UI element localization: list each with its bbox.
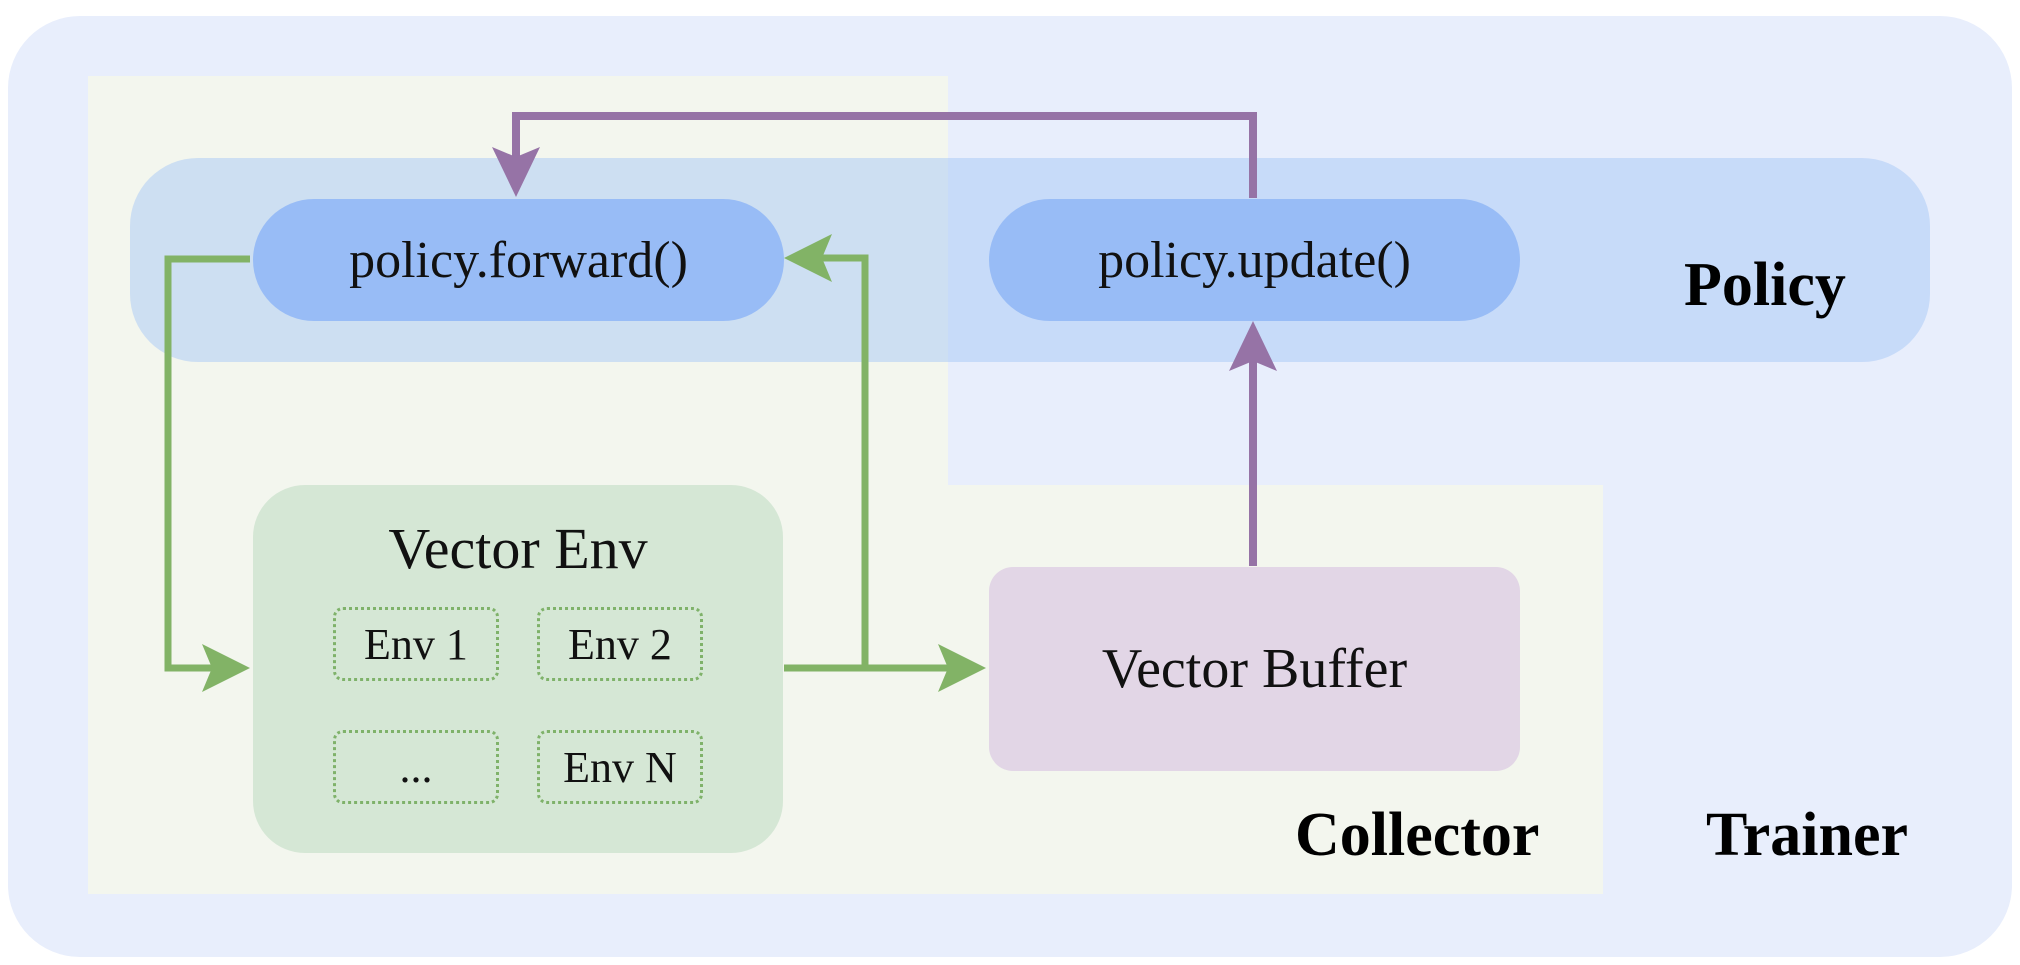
- env-2-box: Env 2: [537, 607, 703, 681]
- env-1-box: Env 1: [333, 607, 499, 681]
- forward-to-env-arrow: [164, 255, 250, 672]
- policy-update-node: policy.update(): [989, 199, 1520, 321]
- vector-buffer-node: Vector Buffer: [989, 567, 1520, 771]
- policy-forward-node: policy.forward(): [253, 199, 784, 321]
- trainer-label: Trainer: [1706, 801, 1909, 869]
- vector-env-title: Vector Env: [388, 516, 648, 581]
- collector-label: Collector: [1295, 801, 1540, 869]
- update-to-forward-arrowhead: [492, 147, 540, 197]
- vector-env-node: [253, 485, 783, 853]
- env-to-buffer-arrowhead: [938, 644, 986, 692]
- env-to-forward-arrowhead: [784, 234, 832, 282]
- env-ellipsis-box: ...: [333, 730, 499, 804]
- buffer-to-update-arrowhead: [1229, 321, 1277, 371]
- env-n-box: Env N: [537, 730, 703, 804]
- update-to-forward-arrow: [512, 112, 1257, 198]
- env-to-forward-arrow: [820, 254, 869, 668]
- policy-label: Policy: [1684, 251, 1846, 319]
- forward-to-env-arrowhead: [202, 644, 250, 692]
